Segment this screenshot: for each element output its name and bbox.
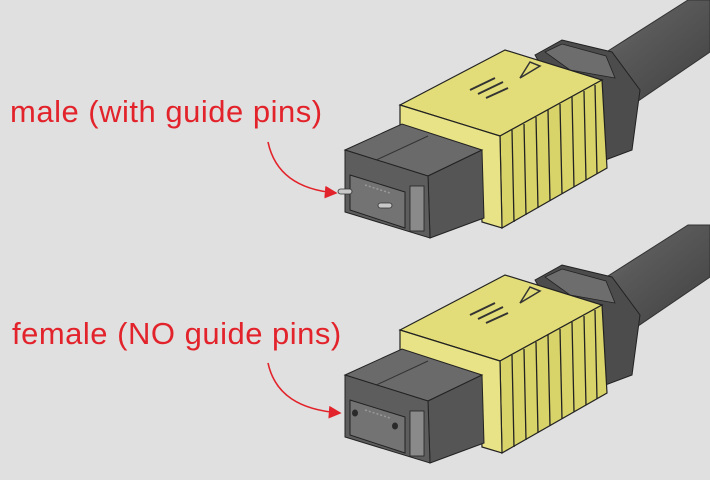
guide-holes <box>352 409 398 430</box>
male-label: male (with guide pins) <box>10 94 323 129</box>
male-connector <box>267 0 710 239</box>
guide-pins <box>337 188 393 209</box>
female-pointer-arrow <box>267 362 342 419</box>
female-connector <box>267 224 710 464</box>
female-label: female (NO guide pins) <box>12 316 342 351</box>
male-pointer-arrow <box>267 141 338 199</box>
